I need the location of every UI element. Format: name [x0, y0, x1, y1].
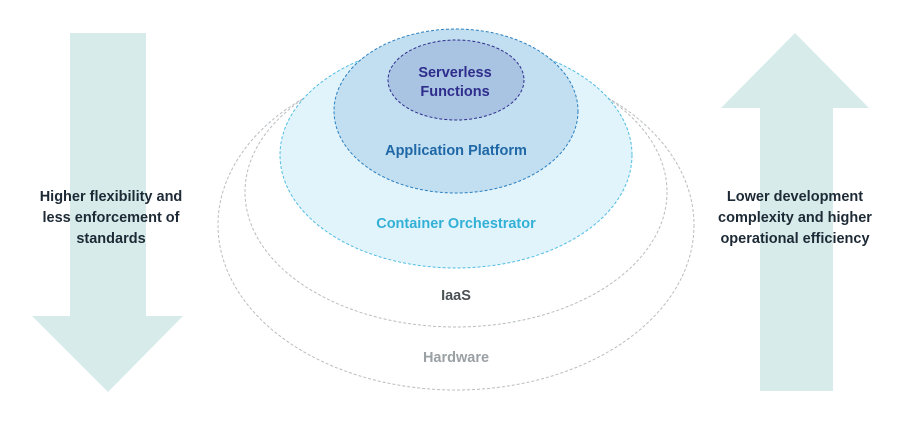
left-label-line-2: less enforcement of [42, 210, 180, 226]
container-orchestrator-label: Container Orchestrator [376, 216, 536, 232]
right-label-line-3: operational efficiency [720, 231, 870, 247]
iaas-label: IaaS [441, 288, 471, 304]
right-arrow-label: Lower development complexity and higher … [686, 187, 903, 250]
hardware-label: Hardware [422, 350, 490, 366]
serverless-functions-layer [387, 39, 525, 121]
serverless-functions-label: Serverless Functions [418, 64, 491, 102]
iaas-layer [244, 56, 668, 328]
left-down-arrow [32, 33, 183, 392]
right-label-line-1: Lower development [726, 189, 864, 205]
left-arrow-label: Higher flexibility and less enforcement … [0, 187, 222, 250]
left-label-line-3: standards [76, 231, 146, 247]
right-label-line-2: complexity and higher [718, 210, 872, 226]
right-up-arrow [721, 33, 869, 391]
left-label-line-1: Higher flexibility and [39, 189, 183, 205]
application-platform-label: Application Platform [385, 143, 527, 159]
serverless-label-line-2: Functions [420, 84, 490, 100]
serverless-label-line-1: Serverless [418, 65, 492, 81]
